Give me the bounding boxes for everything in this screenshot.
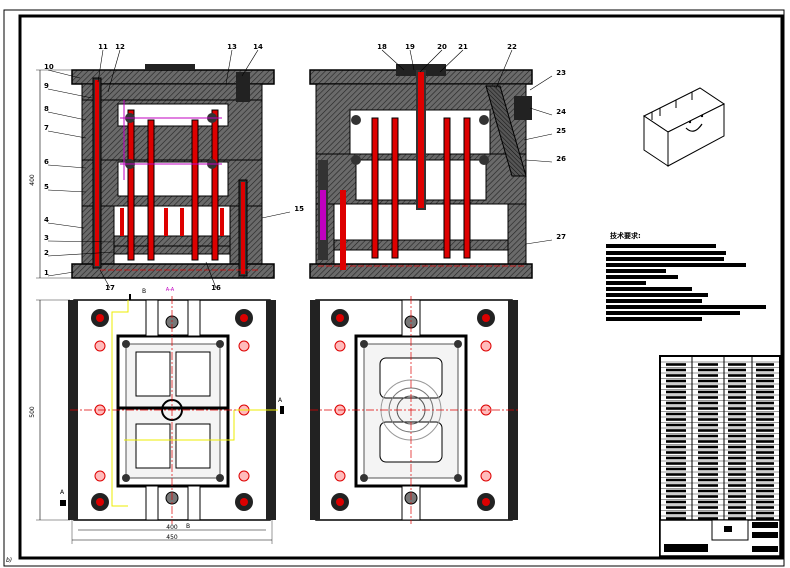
part-label-17: 17 xyxy=(105,284,115,292)
part-label-5: 5 xyxy=(44,183,49,191)
leader-line xyxy=(47,88,93,99)
section-marker-b-bottom: B xyxy=(186,523,190,530)
leader-line xyxy=(47,189,87,193)
part-label-9: 9 xyxy=(44,82,49,90)
plan-view-moving-half xyxy=(60,294,284,524)
part-label-15: 15 xyxy=(294,205,304,213)
part-label-22: 22 xyxy=(507,43,517,51)
part-label-16: 16 xyxy=(211,284,221,292)
leader-line xyxy=(47,222,85,229)
leader-line xyxy=(529,75,553,91)
leader-line xyxy=(47,271,75,277)
part-label-1: 1 xyxy=(44,269,49,277)
leader-line xyxy=(47,251,115,257)
dim-height: 400 xyxy=(29,174,36,186)
part-label-25: 25 xyxy=(556,127,566,135)
dim-depth: 500 xyxy=(29,406,36,418)
leader-line xyxy=(107,49,121,93)
leader-line xyxy=(525,239,553,245)
leader-line xyxy=(523,133,553,141)
part-label-26: 26 xyxy=(556,155,566,163)
leader-line xyxy=(419,49,443,73)
part-label-11: 11 xyxy=(98,43,108,51)
section-marker-a-left: A xyxy=(60,489,65,496)
part-label-12: 12 xyxy=(115,43,125,51)
product-isometric xyxy=(643,87,725,167)
leader-line xyxy=(47,240,115,243)
leader-line xyxy=(495,49,513,89)
leader-lines xyxy=(47,49,553,289)
leader-line xyxy=(381,49,405,71)
corner-mark: b) xyxy=(6,557,12,564)
leader-line xyxy=(97,49,104,83)
side-section-view xyxy=(309,64,533,279)
section-title: A-A xyxy=(166,287,175,293)
leader-line xyxy=(439,49,464,73)
part-label-7: 7 xyxy=(44,124,49,132)
part-label-3: 3 xyxy=(44,234,49,242)
part-label-14: 14 xyxy=(253,43,263,51)
front-section-view xyxy=(71,64,275,279)
title-block xyxy=(659,355,781,557)
notes-title: 技术要求: xyxy=(610,231,641,240)
part-label-10: 10 xyxy=(44,63,54,71)
leader-line xyxy=(225,49,233,85)
part-label-21: 21 xyxy=(458,43,468,51)
part-label-27: 27 xyxy=(556,233,566,241)
dim-width-inner: 400 xyxy=(166,524,178,531)
leader-line xyxy=(529,107,553,116)
part-label-18: 18 xyxy=(377,43,387,51)
part-label-8: 8 xyxy=(44,105,49,113)
leader-line xyxy=(409,49,415,71)
part-label-13: 13 xyxy=(227,43,237,51)
leader-line xyxy=(47,111,87,121)
leader-line xyxy=(99,269,111,289)
part-label-4: 4 xyxy=(44,216,49,224)
part-label-23: 23 xyxy=(556,69,566,77)
drawing-frame xyxy=(18,14,784,560)
technical-notes xyxy=(606,244,766,321)
section-marker-a-right: A xyxy=(278,397,283,404)
plan-view-fixed-half xyxy=(310,296,518,524)
leader-line xyxy=(241,49,259,77)
leader-line xyxy=(47,164,87,169)
leader-line xyxy=(205,261,217,289)
section-marker-b-top: B xyxy=(142,288,146,295)
dimension-lines xyxy=(36,69,273,544)
part-label-24: 24 xyxy=(556,108,566,116)
dim-width-outer: 450 xyxy=(166,534,178,541)
part-label-6: 6 xyxy=(44,158,49,166)
leader-line xyxy=(261,211,291,219)
part-label-2: 2 xyxy=(44,249,49,257)
part-label-20: 20 xyxy=(437,43,447,51)
leader-line xyxy=(47,69,81,79)
leader-line xyxy=(47,130,87,139)
leader-line xyxy=(525,159,553,163)
part-label-19: 19 xyxy=(405,43,415,51)
outer-border xyxy=(3,9,785,567)
